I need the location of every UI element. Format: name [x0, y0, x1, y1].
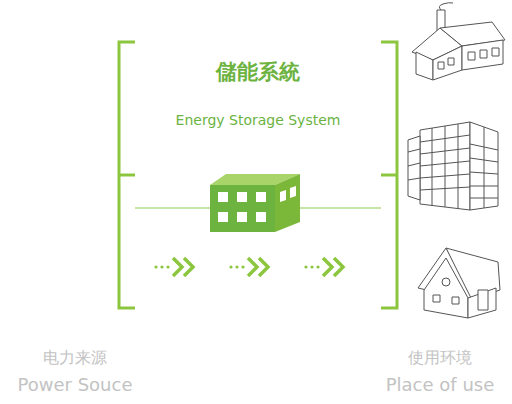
- tower-sketch: [408, 122, 498, 210]
- storage-building: [210, 174, 300, 232]
- diagram-title: 儲能系統: [216, 60, 300, 85]
- source-label-zh: 电力来源: [43, 348, 107, 367]
- use-label-en: Place of use: [386, 374, 495, 396]
- use-label-zh: 使用环境: [408, 348, 472, 367]
- right-bracket: [381, 42, 397, 308]
- source-label-en: Power Souce: [18, 374, 133, 396]
- house-sketch: [418, 248, 500, 318]
- factory-sketch: [412, 3, 505, 80]
- flow-chevrons: [173, 258, 343, 276]
- left-bracket: [119, 42, 135, 308]
- subtitle-label: Energy Storage System: [176, 112, 341, 129]
